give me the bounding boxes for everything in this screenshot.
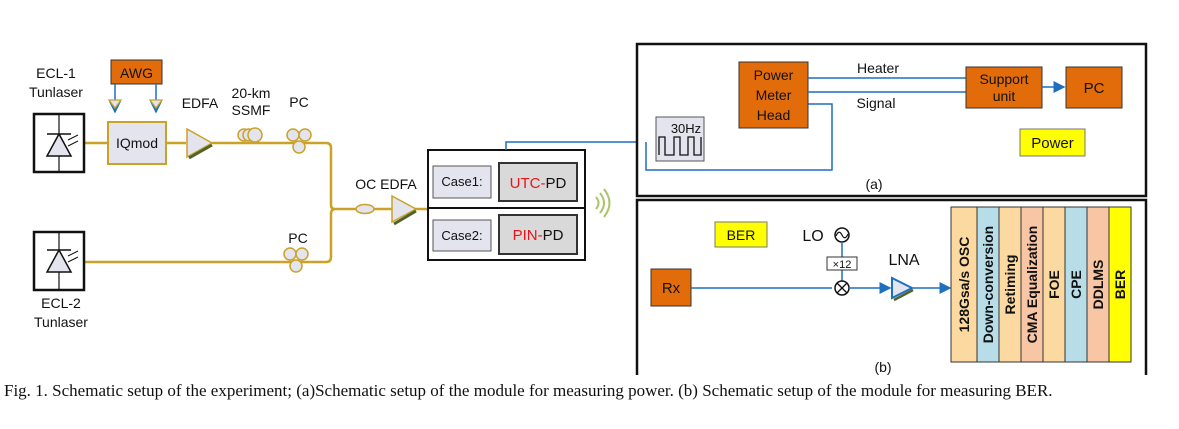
square-wave-icon xyxy=(658,136,702,156)
pd-type: PIN- xyxy=(513,227,543,244)
svg-text:UTC-PD: UTC-PD xyxy=(510,175,567,192)
lna-amplifier-icon xyxy=(891,276,915,302)
dsp-stage-label: BER xyxy=(1112,270,1128,300)
case-label: Case1: xyxy=(441,174,482,189)
dsp-stage-block xyxy=(1108,206,1132,363)
polarization-controller-icon xyxy=(283,247,309,273)
frequency-multiplier: ×12 xyxy=(826,256,858,271)
edfa-1: EDFA xyxy=(182,95,219,160)
module-a-panel: 30Hz Power Meter Head Heater Signal Supp… xyxy=(635,42,1148,198)
pd-type: UTC- xyxy=(510,175,546,192)
dsp-stage-label: Retiming xyxy=(1002,255,1018,315)
pc-label: PC xyxy=(289,94,308,110)
photodiode-cases: Case1: UTC-PD Case2: PIN-PD xyxy=(427,149,586,261)
awg-label: AWG xyxy=(120,65,153,81)
power-tag: Power xyxy=(1019,128,1086,157)
pc-label: PC xyxy=(1084,80,1105,97)
panel-a-label: (a) xyxy=(865,176,882,192)
fiber-type-label: SSMF xyxy=(232,102,271,118)
laser-diode-icon xyxy=(45,114,79,172)
ber-tag: BER xyxy=(714,221,768,248)
case-label: Case2: xyxy=(441,228,482,243)
signal-label: Signal xyxy=(857,95,896,111)
ecl1-laser: ECL-1 Tunlaser xyxy=(29,65,86,174)
iqmod-label: IQmod xyxy=(116,135,158,151)
rx-block: Rx xyxy=(650,268,692,307)
fiber-spool-icon xyxy=(237,127,263,143)
case-1: Case1: UTC-PD xyxy=(432,162,578,202)
lna-label: LNA xyxy=(888,252,919,269)
multiplier-label: ×12 xyxy=(833,259,852,271)
power-tag-label: Power xyxy=(1031,135,1074,152)
dsp-stage-label: Down-conversion xyxy=(980,226,996,343)
support-unit: Support unit xyxy=(965,66,1043,109)
rx-label: Rx xyxy=(662,280,681,297)
pc-computer: PC xyxy=(1065,66,1123,109)
wireless-emission-icon xyxy=(595,188,611,218)
power-meter-line3: Head xyxy=(757,107,790,123)
ecl2-label: ECL-2 xyxy=(41,295,81,311)
edfa-label: EDFA xyxy=(182,95,219,111)
pd-suffix: PD xyxy=(543,227,564,244)
modulation-line xyxy=(645,103,833,171)
dsp-stage-label: 128Gsa/s OSC xyxy=(956,237,972,333)
awg-block: AWG xyxy=(107,59,164,114)
case-2: Case2: PIN-PD xyxy=(432,214,578,255)
polarization-controller-1: PC xyxy=(286,94,312,154)
iq-modulator: IQmod xyxy=(107,121,167,165)
bias-line xyxy=(505,141,658,150)
amplifier-icon xyxy=(186,127,214,160)
laser-diode-icon xyxy=(45,232,79,290)
ssmf-fiber: 20-km SSMF xyxy=(232,85,271,143)
ber-tag-label: BER xyxy=(727,227,756,243)
driver-amp-icon xyxy=(107,99,123,110)
dsp-stage-label: CMA Equalization xyxy=(1024,226,1040,344)
polarization-controller-icon xyxy=(286,128,312,154)
support-unit-line2: unit xyxy=(993,88,1016,104)
dsp-chain: 128Gsa/s OSC Down-conversion Retiming CMA E… xyxy=(950,206,1132,363)
oscillator-icon xyxy=(834,227,850,243)
ecl1-label: ECL-1 xyxy=(36,65,76,81)
optical-coupler-icon xyxy=(355,203,375,215)
experiment-schematic: ECL-1 Tunlaser ECL-2 Tunlaser AWG xyxy=(29,42,1148,375)
square-wave-generator: 30Hz xyxy=(655,116,705,162)
coupler-and-edfa: OC EDFA xyxy=(355,176,418,226)
support-unit-line1: Support xyxy=(979,71,1028,87)
svg-text:PIN-PD: PIN-PD xyxy=(513,227,564,244)
ecl2-sublabel: Tunlaser xyxy=(34,314,88,330)
pc-label: PC xyxy=(288,230,307,246)
mixer-icon xyxy=(834,280,850,296)
dsp-stage-label: DDLMS xyxy=(1090,260,1106,310)
lo-label: LO xyxy=(802,228,823,245)
frequency-label: 30Hz xyxy=(671,121,701,136)
ecl2-laser: ECL-2 Tunlaser xyxy=(32,230,88,330)
power-meter-head: Power Meter Head xyxy=(738,61,809,129)
oc-edfa-label: OC EDFA xyxy=(355,176,417,192)
panel-b-label: (b) xyxy=(874,359,891,375)
dsp-stage-label: CPE xyxy=(1068,270,1084,299)
pd-suffix: PD xyxy=(545,175,566,192)
power-meter-line1: Power xyxy=(754,67,794,83)
fiber-length-label: 20-km xyxy=(232,85,271,101)
polarization-controller-2: PC xyxy=(283,230,309,273)
driver-amp-icon xyxy=(148,99,164,110)
power-meter-line2: Meter xyxy=(756,87,792,103)
dsp-stage-label: FOE xyxy=(1046,270,1062,299)
ecl1-sublabel: Tunlaser xyxy=(29,84,83,100)
figure-caption: Fig. 1. Schematic setup of the experimen… xyxy=(4,381,1053,400)
heater-label: Heater xyxy=(857,60,899,76)
amplifier-icon xyxy=(391,194,418,226)
